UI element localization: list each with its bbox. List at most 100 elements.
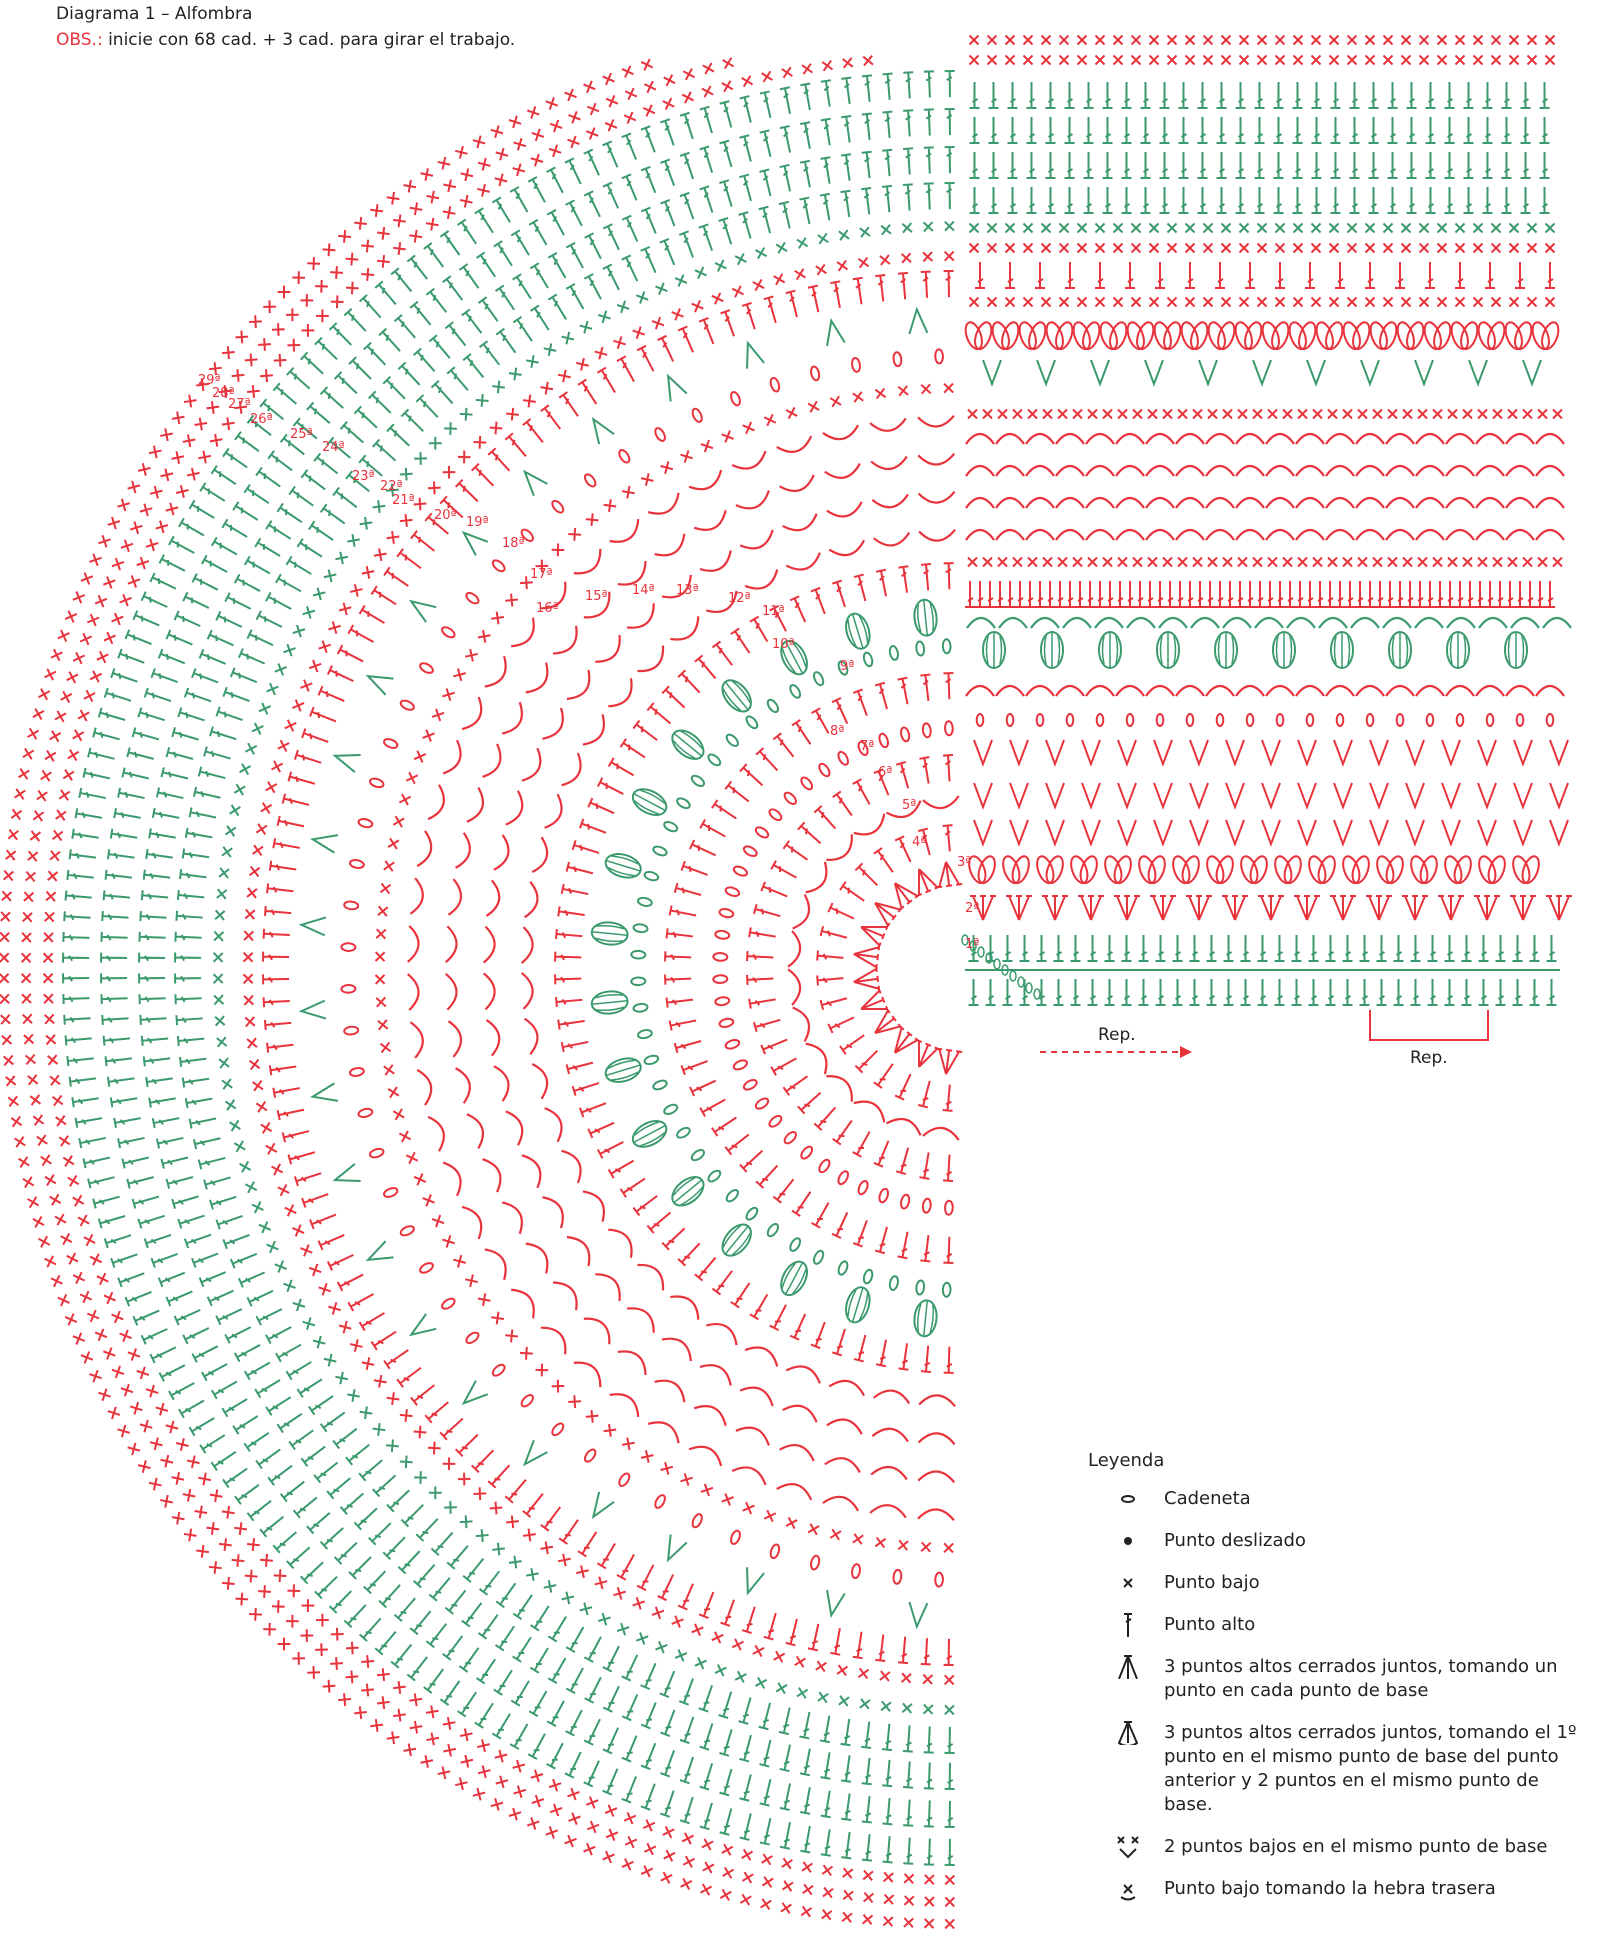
ring-25-stitch — [87, 614, 99, 626]
ring-3-stitch — [806, 1038, 834, 1074]
strip-top-3-stitch — [1293, 82, 1303, 108]
ring-10-stitch — [562, 753, 587, 790]
ring-23-stitch — [76, 808, 103, 822]
strip-8b — [977, 714, 1554, 726]
strip-5-stitch — [1010, 820, 1028, 844]
ring-11 — [484, 492, 955, 1445]
strip-top-11-stitch — [1394, 320, 1426, 351]
ring-21-stitch — [566, 243, 587, 271]
strip-top-1-stitch — [1312, 36, 1321, 45]
ring-23-stitch — [66, 1033, 93, 1045]
ring-18-stitch — [443, 466, 456, 479]
strip-top-6-stitch — [1217, 187, 1227, 213]
ring-18-stitch — [362, 1357, 374, 1369]
ring-13-stitch — [408, 974, 420, 1010]
ring-26-stitch — [455, 146, 467, 158]
strip-2-stitch — [1190, 935, 1200, 961]
strip-2-stitch — [1258, 935, 1268, 961]
ring-20-stitch — [699, 224, 717, 252]
ring-9-stitch — [712, 641, 736, 668]
strip-top-15-stitch — [1446, 466, 1474, 476]
strip-top-8-stitch — [1114, 244, 1123, 253]
strip-11-stitch — [1225, 581, 1235, 607]
ring-21-stitch — [414, 1561, 439, 1587]
strip-5-stitch — [1478, 820, 1496, 844]
ring-23-stitch — [99, 1211, 127, 1228]
ring-22-stitch — [459, 1645, 482, 1672]
ring-14-stitch — [622, 486, 635, 499]
ring-25-stitch — [606, 1829, 618, 1841]
ring-25-stitch — [55, 711, 66, 722]
strip-top-3-stitch — [1407, 82, 1417, 108]
ring-25-stitch — [26, 872, 36, 882]
ring-22-stitch — [175, 611, 203, 631]
strip-top-18-stitch — [1448, 558, 1457, 567]
strip-top-7-stitch — [1528, 224, 1537, 233]
ring-2-stitch — [828, 1013, 856, 1033]
ring-21-stitch — [140, 1013, 167, 1025]
strip-top-10-stitch — [1546, 298, 1555, 307]
row-label: 29ª — [198, 373, 221, 388]
ring-26-stitch — [33, 708, 44, 719]
ring-23-stitch — [315, 338, 341, 363]
ring-5-stitch — [878, 1188, 890, 1204]
strip-2-stitch — [1139, 935, 1149, 961]
ring-7-stitch — [637, 1029, 652, 1039]
ring-2-stitch — [840, 1031, 867, 1054]
strip-top-17-stitch — [1476, 530, 1504, 540]
ring-19-stitch — [313, 588, 325, 600]
ring-3-stitch — [923, 796, 960, 810]
ring-18-stitch — [753, 280, 764, 291]
ring-22-stitch — [104, 890, 131, 902]
ring-17-stitch — [270, 861, 297, 875]
ring-18-stitch — [633, 1597, 645, 1609]
ring-22-stitch — [720, 141, 737, 169]
ring-8-stitch — [842, 1284, 874, 1325]
ring-14-stitch — [478, 1293, 491, 1306]
ring-26-stitch — [65, 611, 77, 623]
ring-19-stitch — [219, 1058, 229, 1068]
strip-top-18-stitch — [1103, 558, 1112, 567]
ring-4-stitch — [833, 791, 856, 818]
ring-24-stitch — [863, 1870, 873, 1880]
ring-22-stitch — [603, 183, 623, 211]
ring-20-stitch — [286, 1358, 313, 1380]
ring-20-stitch — [256, 611, 284, 632]
ring-18-stitch — [350, 584, 362, 596]
ring-19-stitch — [945, 222, 954, 231]
ring-22-stitch — [106, 1053, 133, 1066]
ring-24-stitch — [274, 1569, 287, 1582]
strip-4-stitch — [1408, 854, 1440, 885]
ring-22-stitch — [945, 109, 955, 135]
ring-20-stitch — [180, 869, 207, 882]
ring-23-stitch — [301, 1559, 327, 1584]
ring-21-stitch — [161, 1153, 189, 1169]
ring-22-stitch — [145, 1230, 173, 1248]
dc3tog-shared-icon — [1119, 1722, 1137, 1745]
ring-25-stitch — [315, 1643, 328, 1656]
strip-top-13-stitch — [1358, 410, 1367, 419]
ring-19-stitch — [526, 1568, 539, 1581]
strip-top-10-stitch — [1294, 298, 1303, 307]
ring-6-stitch — [675, 1036, 703, 1053]
ring-21-stitch — [172, 1192, 200, 1209]
ring-14-stitch — [681, 1473, 693, 1485]
ring-26-stitch — [196, 1545, 209, 1558]
ring-22-stitch — [307, 402, 333, 427]
ring-10-stitch — [745, 1341, 782, 1366]
strip-11-stitch — [1015, 581, 1025, 607]
ring-24-stitch — [722, 81, 733, 92]
ring-20-stitch — [739, 1696, 756, 1724]
ring-2-stitch — [943, 1084, 955, 1111]
strip-top-10-stitch — [1312, 298, 1321, 307]
diagram-note: OBS.: inicie con 68 cad. + 3 cad. para g… — [56, 30, 515, 50]
ring-23-stitch — [528, 177, 549, 205]
strip-1-stitch — [1071, 979, 1081, 1005]
ring-23-stitch — [475, 208, 497, 235]
strip-top-15-stitch — [1236, 466, 1264, 476]
strip-1-stitch — [1156, 979, 1166, 1005]
strip-2-stitch — [986, 935, 996, 961]
strip-top-5-stitch — [1483, 152, 1493, 178]
ring-26-stitch — [822, 1910, 832, 1920]
strip-6-stitch — [1190, 783, 1208, 807]
